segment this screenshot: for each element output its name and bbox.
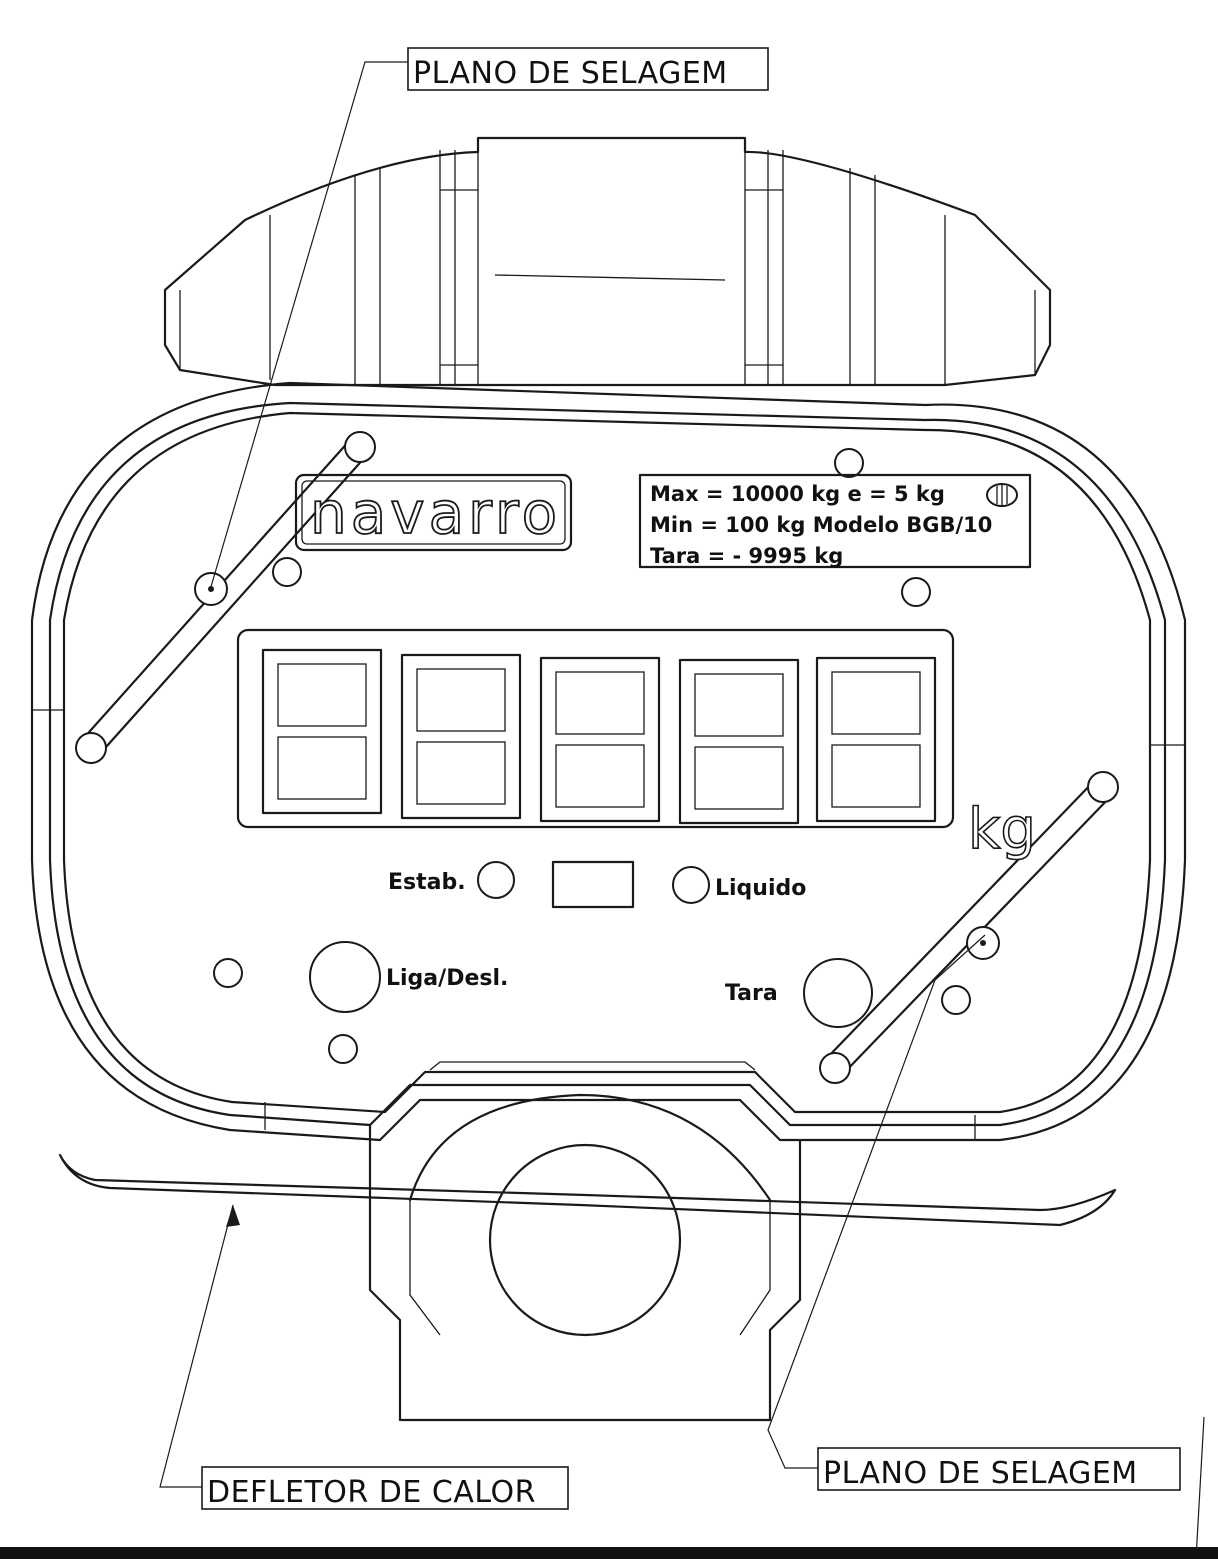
digit-5 (815, 656, 937, 823)
specs-line-tare: Tara = - 9995 kg (650, 544, 843, 568)
seal-slot-right (819, 771, 1119, 1084)
digit-1 (261, 648, 383, 815)
top-mounting-bracket (163, 136, 1052, 387)
stable-label: Estab. (388, 870, 466, 895)
brand-logo: navarro (294, 473, 573, 552)
accuracy-class-icon (986, 483, 1018, 507)
net-label: Liquido (715, 876, 806, 901)
tare-button-group[interactable]: Tara (725, 958, 873, 1028)
seal-slot-left (75, 431, 376, 764)
stable-indicator: Estab. (388, 861, 515, 899)
unit-label: kg (968, 797, 1036, 862)
svg-text:PLANO DE SELAGEM: PLANO DE SELAGEM (823, 1456, 1138, 1491)
digit-2 (400, 653, 522, 820)
heat-deflector-plate (58, 1153, 1117, 1227)
specs-line-min: Min = 100 kg Modelo BGB/10 (650, 513, 992, 537)
screw-holes (213, 448, 971, 1064)
svg-text:navarro: navarro (310, 479, 561, 547)
lower-mount-housing (368, 1093, 802, 1422)
net-led (672, 866, 710, 904)
specs-plate: Max = 10000 kg e = 5 kg Min = 100 kg Mod… (638, 473, 1032, 569)
power-label: Liga/Desl. (386, 966, 508, 991)
leader-lines (159, 61, 1205, 1559)
digit-3 (539, 656, 661, 823)
digit-display (236, 628, 955, 829)
tare-label: Tara (725, 981, 778, 1006)
power-button[interactable] (309, 941, 381, 1013)
specs-line-max: Max = 10000 kg e = 5 kg (650, 482, 945, 506)
net-indicator: Liquido (672, 866, 806, 904)
stable-led (477, 861, 515, 899)
tare-button[interactable] (803, 958, 873, 1028)
center-indicator-window (551, 860, 635, 909)
power-button-group[interactable]: Liga/Desl. (309, 941, 508, 1013)
faceplate-body (30, 381, 1187, 1142)
callout-top-seal-plane: PLANO DE SELAGEM (407, 47, 769, 91)
page-bottom-edge (0, 1547, 1218, 1559)
callout-bottom-seal-plane: PLANO DE SELAGEM (817, 1447, 1181, 1491)
callout-heat-deflector: DEFLETOR DE CALOR (201, 1466, 569, 1510)
digit-4 (678, 658, 800, 825)
svg-text:PLANO DE SELAGEM: PLANO DE SELAGEM (413, 56, 728, 91)
svg-text:DEFLETOR DE CALOR: DEFLETOR DE CALOR (207, 1475, 536, 1510)
